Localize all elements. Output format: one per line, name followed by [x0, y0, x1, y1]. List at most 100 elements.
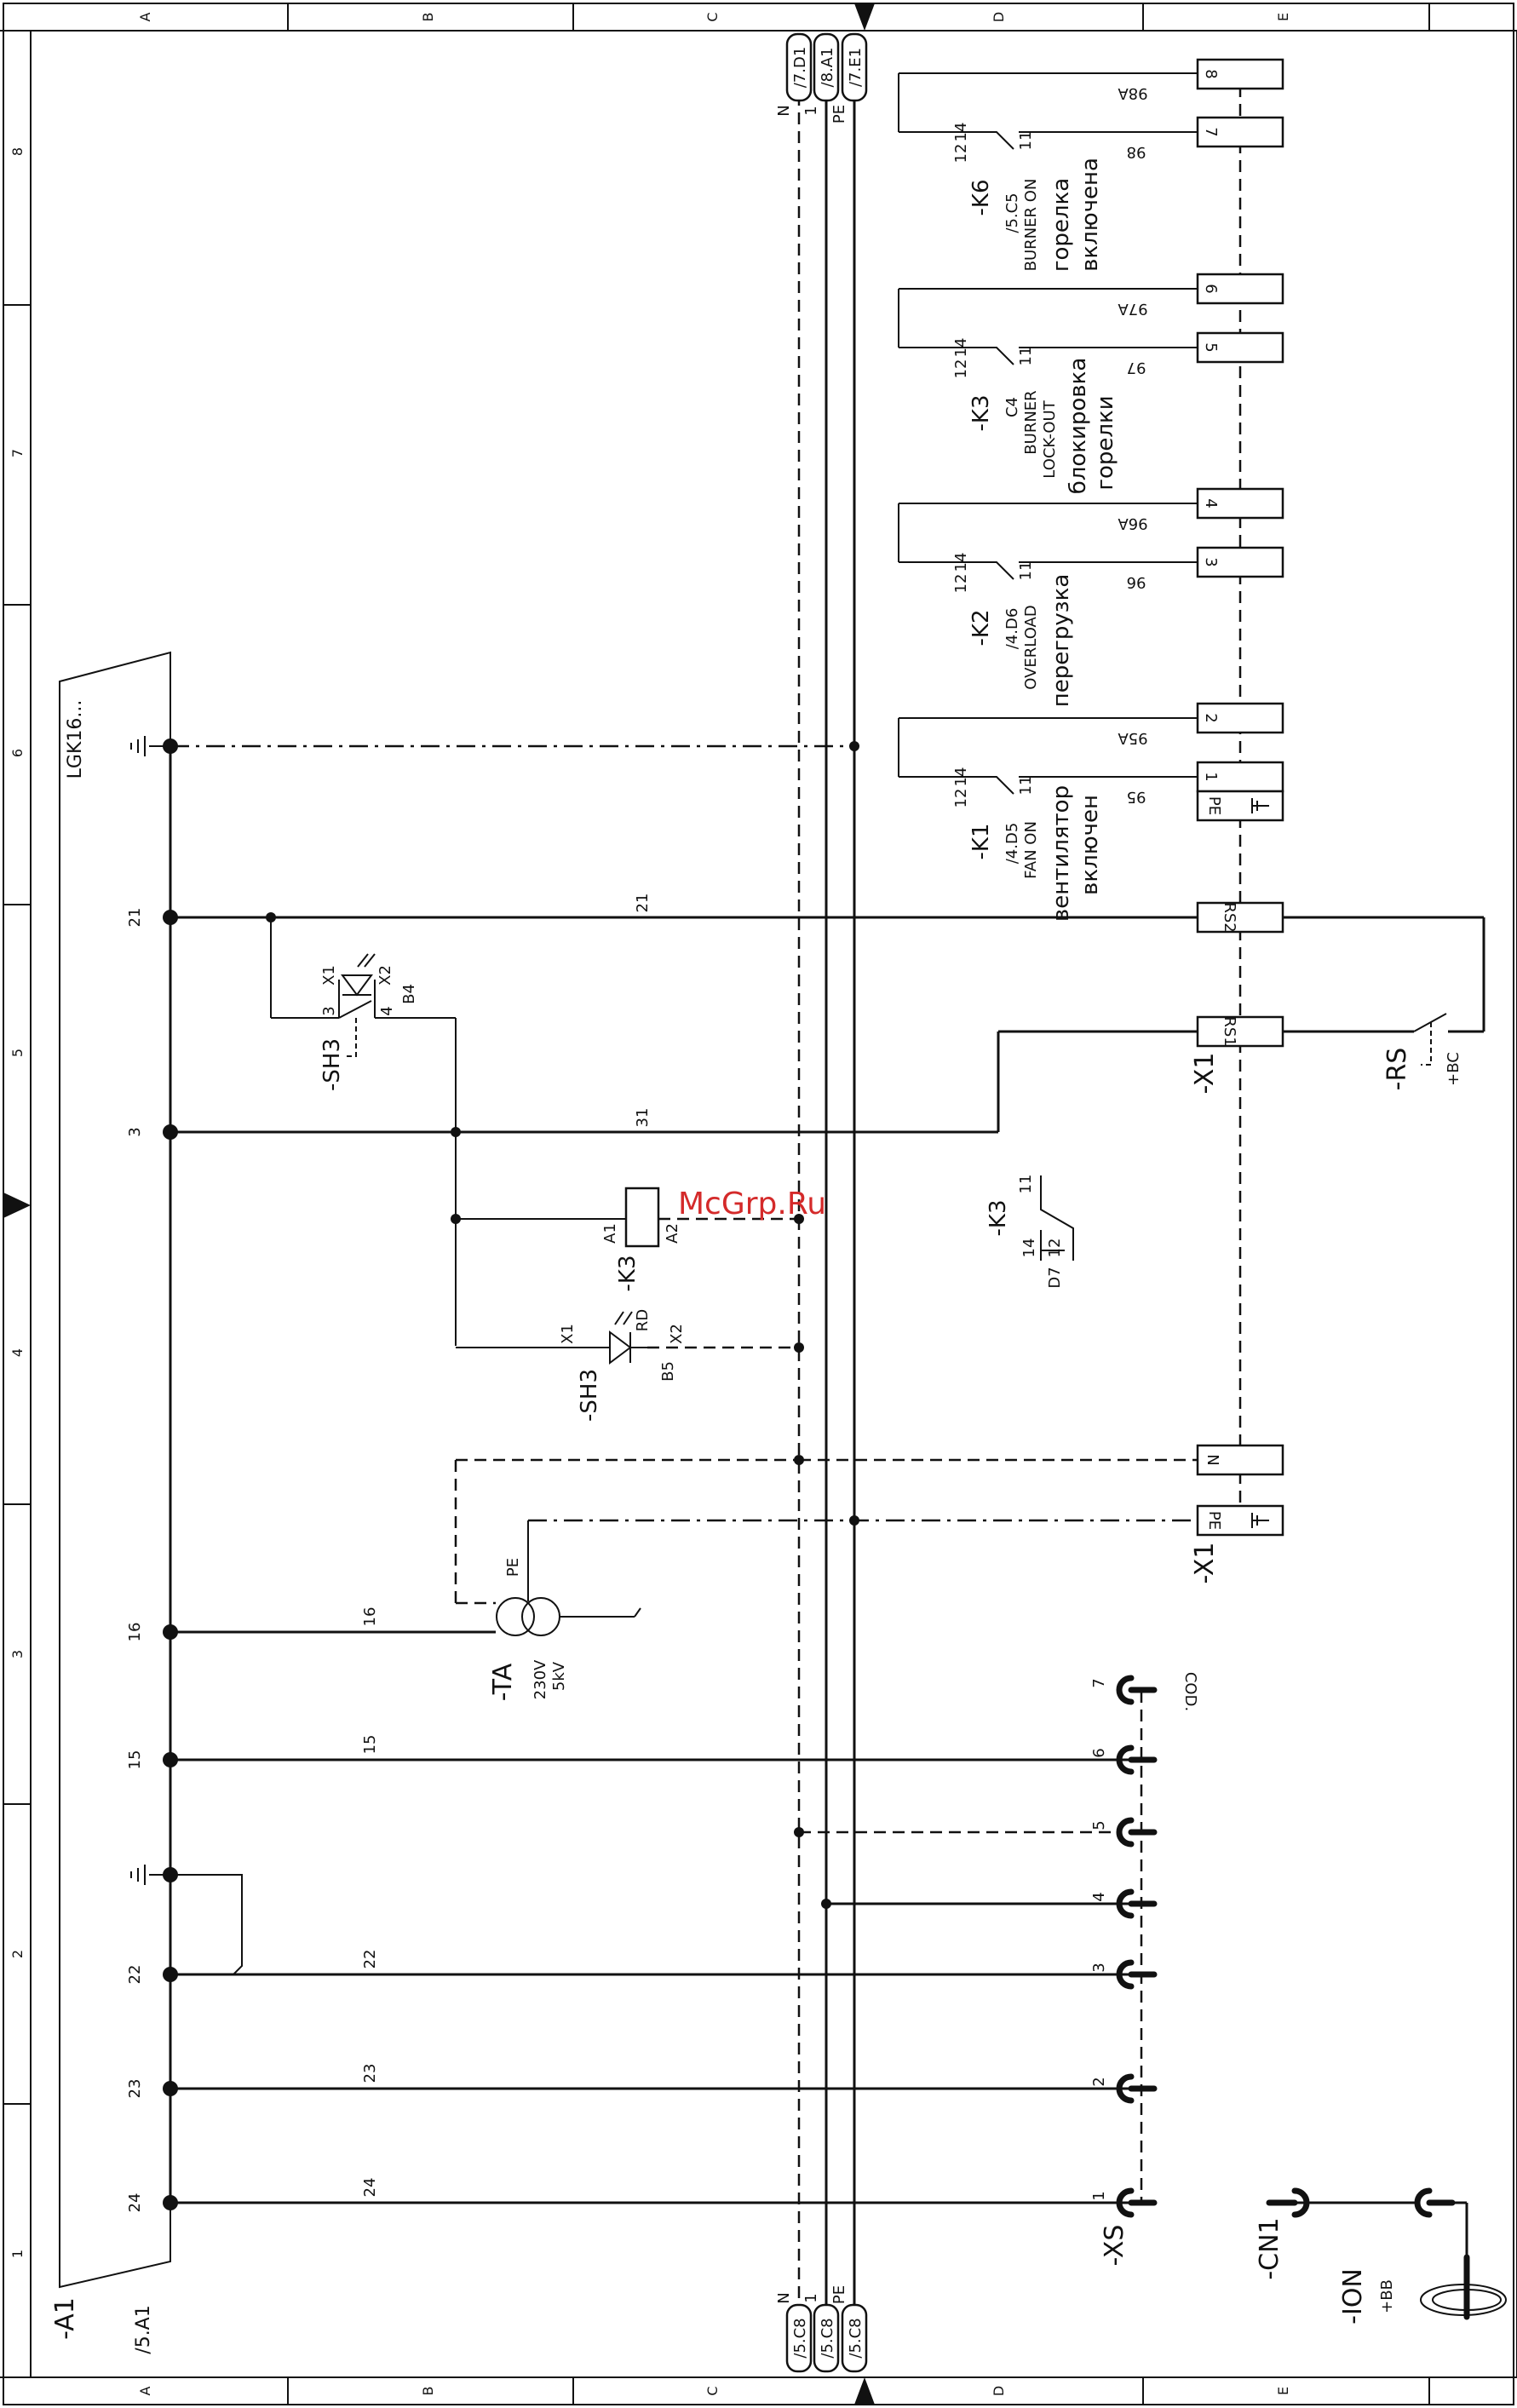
bus-name-top-n: N: [775, 105, 793, 116]
terminal-5-label: 5: [1202, 342, 1220, 352]
relay-coil-icon: [624, 1187, 660, 1248]
controller-id: -A1: [50, 2297, 80, 2340]
relay-k6: 98A 98 12 14 11 -K6 /5.C5 BURNER ON горе…: [898, 72, 1198, 272]
bus-name-bottom-1: 1: [802, 2293, 820, 2302]
terminal-rs1-label: RS1: [1221, 1016, 1238, 1046]
controller-ref: /5.A1: [133, 2305, 154, 2353]
k3-wire: 97: [1127, 359, 1146, 376]
xs-pin-7-label: 7: [1090, 1678, 1108, 1687]
switch-contact-icon: [338, 1000, 372, 1019]
k6-en: BURNER ON: [1022, 179, 1040, 272]
connector-pin-3: 3: [1090, 1959, 1158, 1990]
sh3-lower: X1 X2 RD B5 -SH3: [559, 1309, 686, 1422]
wire-number-15: 15: [361, 1735, 379, 1755]
k6-pin-12: 12: [952, 144, 970, 164]
terminal-rs1: [1196, 1015, 1284, 1048]
junction-dot: [163, 1752, 178, 1767]
wire-number-21: 21: [634, 894, 652, 913]
junction-dot: [163, 1124, 178, 1140]
xs-pin-3-label: 3: [1090, 1963, 1108, 1972]
terminal-rs2: [1196, 901, 1284, 934]
terminal-6: [1196, 273, 1284, 305]
contact-icon: [980, 347, 1014, 365]
connector-pin-7: 7: [1090, 1675, 1158, 1705]
k3-id: -K3: [968, 395, 994, 432]
bus-name-bottom-n: N: [775, 2292, 793, 2303]
connector-cn1: -CN1: [1255, 2187, 1310, 2280]
terminal-x1-id-bottom: -X1: [1190, 1543, 1220, 1584]
bus-ref-bottom-pe: /5.C8: [847, 2318, 865, 2358]
contact-icon: [980, 131, 1014, 150]
column-labels-top: A B C D E: [137, 12, 1291, 22]
junction-dot: [163, 2195, 178, 2210]
sh3-upper-p3: 3: [320, 1006, 338, 1015]
controller-outline: [59, 651, 171, 2289]
junction-dot: [849, 741, 859, 751]
bus-lines: [797, 94, 856, 2308]
controller-pin-3: 3: [126, 1127, 144, 1136]
contact-icon: [980, 776, 1014, 795]
terminal-rs2-label: RS2: [1221, 902, 1238, 932]
terminal-5: [1196, 331, 1284, 364]
junction-dot: [266, 912, 276, 922]
terminal-1-label: 1: [1202, 772, 1220, 781]
col-label-a: A: [137, 12, 153, 21]
sh3-upper-p4: 4: [378, 1006, 396, 1015]
column-labels-bottom: A B C D E: [137, 2386, 1291, 2396]
row-label-7: 7: [9, 449, 26, 457]
k3-xref-ref: D7: [1046, 1267, 1064, 1288]
junctions: [163, 738, 859, 2210]
ion-loc: +BB: [1378, 2279, 1396, 2313]
k1-ru2: включен: [1077, 795, 1103, 895]
controller-pin-23: 23: [126, 2079, 144, 2099]
xs-cod: COD.: [1181, 1672, 1199, 1711]
terminal-2-label: 2: [1202, 713, 1220, 722]
col-label-d-bottom: D: [991, 2386, 1007, 2396]
connector-xs: 7 COD. 6 5 4 3 2: [1090, 1672, 1199, 2267]
junction-dot: [849, 1515, 859, 1526]
terminal-7-label: 7: [1202, 127, 1220, 136]
k1-id: -K1: [968, 824, 994, 860]
relay-k2: 96A 96 12 14 11 -K2 /4.D6 OVERLOAD перег…: [898, 503, 1198, 707]
junction-dot: [163, 910, 178, 925]
rs-loc: +BC: [1445, 1052, 1462, 1086]
row-label-6: 6: [9, 749, 26, 757]
terminal-8-label: 8: [1202, 69, 1220, 78]
sh3-upper: X1 X2 B4 3 4 -SH3: [319, 953, 418, 1091]
k3-coil-a1: A1: [601, 1223, 619, 1244]
k2-pin-12: 12: [952, 574, 970, 594]
bus-ref-top-pe: /7.E1: [847, 48, 865, 87]
k1-pin-12: 12: [952, 789, 970, 808]
k6-wire-a: 98A: [1118, 84, 1148, 102]
sh3-lower-rd: RD: [634, 1309, 652, 1331]
junction-dot: [794, 1455, 804, 1465]
row-label-2: 2: [9, 1950, 26, 1958]
k6-wire: 98: [1127, 143, 1146, 161]
terminal-x1-id-top: -X1: [1190, 1053, 1220, 1095]
cn1-id: -CN1: [1255, 2217, 1284, 2279]
k3-ru1: блокировка: [1066, 358, 1091, 495]
bus-name-top-pe: PE: [830, 105, 848, 124]
controller-a1: LGK16... -A1 /5.A1 21 3 16 15 22 23 24: [50, 651, 172, 2354]
terminal-4-label: 4: [1202, 498, 1220, 508]
transformer-v2: 5kV: [550, 1661, 568, 1691]
k3-xref-p14: 14: [1020, 1238, 1038, 1258]
k3-xref-p11: 11: [1017, 1175, 1035, 1194]
terminal-n-label: N: [1204, 1454, 1221, 1465]
k3-ru2: горелки: [1093, 395, 1118, 490]
ionization-probe-icon: [1420, 2284, 1507, 2316]
k6-ru1: горелка: [1049, 178, 1074, 272]
terminal-3: [1196, 546, 1284, 578]
col-label-d: D: [991, 12, 1007, 22]
xs-pin-4-label: 4: [1090, 1892, 1108, 1901]
ion-probe: -ION +BB: [1338, 2187, 1507, 2325]
k3-pin-11: 11: [1017, 347, 1035, 366]
watermark: McGrp.Ru: [678, 1187, 826, 1221]
wire-number-22: 22: [361, 1950, 379, 1969]
wire-numbers: 21 31 16 15 22 23 24: [361, 894, 652, 2198]
led-icon: [609, 1330, 632, 1365]
terminal-pe-top-label: PE: [1205, 796, 1223, 815]
connector-pin-1: 1: [1090, 2187, 1158, 2218]
relay-contacts: 98A 98 12 14 11 -K6 /5.C5 BURNER ON горе…: [898, 72, 1198, 922]
